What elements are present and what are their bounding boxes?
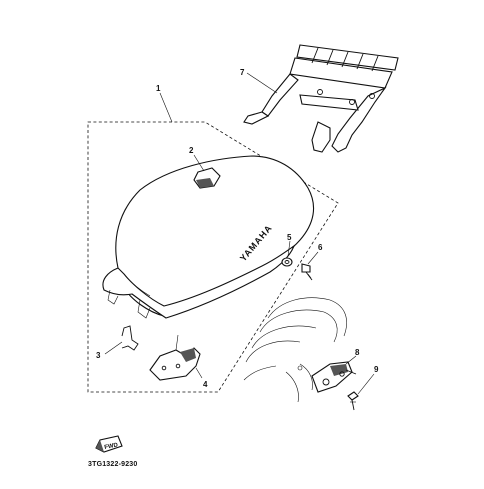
- fwd-arrow-icon: FWD: [95, 435, 123, 453]
- assembly-boundary-dashed: [87, 121, 339, 393]
- leader-2: [193, 154, 205, 172]
- callout-8: 8: [355, 348, 360, 357]
- leader-4: [175, 334, 179, 351]
- leader-3: [104, 341, 123, 355]
- diagram-code: 3TG1322-9230: [88, 461, 138, 468]
- callout-6: 6: [318, 243, 323, 252]
- callout-5: 5: [287, 233, 292, 242]
- leader-5: [287, 240, 291, 257]
- seat-bolt: [301, 263, 313, 281]
- callout-7: 7: [240, 68, 245, 77]
- leader-8: [345, 355, 357, 365]
- leader-9: [357, 373, 375, 395]
- lock-screw: [347, 391, 359, 411]
- leader-7: [246, 72, 278, 94]
- seat-bracket: [149, 347, 201, 381]
- seat-collar: [281, 257, 293, 267]
- leader-4-lower: [195, 367, 203, 379]
- callout-2: 2: [189, 146, 194, 155]
- seat-lock-cover: [193, 167, 221, 189]
- rear-carrier-rack: [243, 44, 399, 153]
- seat: [102, 155, 315, 319]
- seat-wire-clip: [121, 325, 139, 351]
- frame-outline: [243, 297, 347, 403]
- leader-6: [307, 251, 319, 265]
- seat-lock-bracket: [311, 361, 357, 393]
- callout-4: 4: [203, 380, 208, 389]
- callout-3: 3: [96, 351, 101, 360]
- callout-9: 9: [374, 365, 379, 374]
- callout-1: 1: [156, 84, 161, 93]
- leader-1: [159, 92, 173, 123]
- fwd-label: FWD: [104, 442, 119, 451]
